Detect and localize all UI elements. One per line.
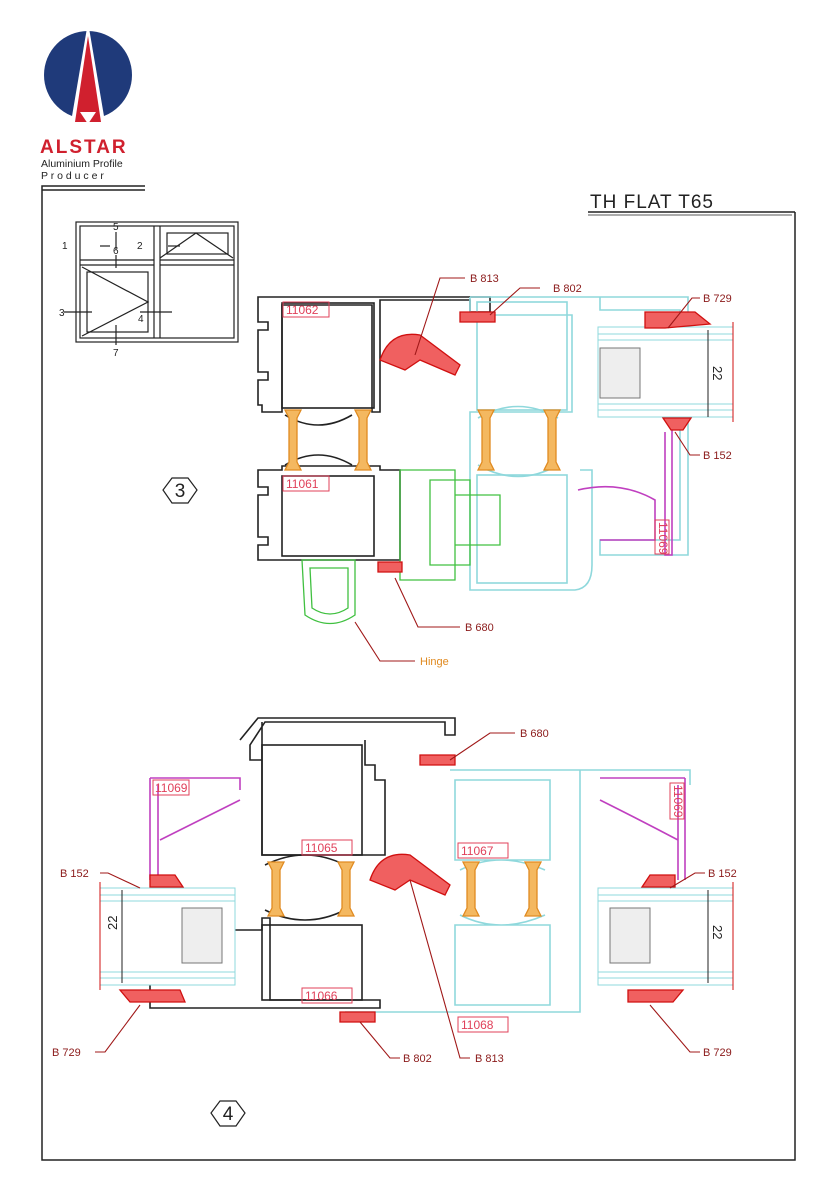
thermal-breaks	[283, 409, 562, 471]
profile-number: 11069	[155, 781, 188, 795]
sheet-title: TH FLAT T65	[590, 192, 714, 213]
glass-dimension: 22	[710, 925, 725, 939]
leader-lines	[354, 277, 700, 662]
profile-number: 11069	[671, 785, 685, 818]
alstar-logo: ALSTAR Aluminium Profile P r o d u c e r	[40, 22, 132, 182]
gasket-label: B 813	[470, 273, 499, 285]
key-plan	[64, 221, 239, 345]
gaskets	[118, 754, 685, 1023]
glazing-unit-right: 22	[597, 882, 734, 990]
glazing-unit-left: 22	[99, 882, 236, 990]
key-label: 1	[62, 241, 68, 252]
key-label: 4	[138, 314, 144, 325]
glazing-unit: 22	[597, 322, 734, 422]
gaskets	[377, 311, 712, 573]
section-3-detail: 22 11069 11062 11061	[162, 273, 734, 668]
sheet-border	[41, 185, 796, 1161]
section-number: 3	[175, 481, 186, 502]
logo-tagline: Aluminium Profile	[41, 158, 123, 170]
profile-number: 11069	[656, 522, 670, 555]
gasket-label: B 152	[60, 868, 89, 880]
key-label: 5	[113, 222, 119, 233]
key-plan-labels: 1 2 3 4 5 6 7	[59, 222, 144, 359]
gasket-label: B 729	[703, 1047, 732, 1059]
gasket-label: B 729	[703, 293, 732, 305]
hinge-label: Hinge	[420, 656, 449, 668]
section-4-detail: 22 22 11069 11065	[52, 717, 737, 1127]
gasket-label: B 152	[708, 868, 737, 880]
gasket-label: B 802	[553, 283, 582, 295]
glass-dimension: 22	[105, 916, 120, 930]
gasket-label: B 813	[475, 1053, 504, 1065]
section-number: 4	[223, 1104, 234, 1125]
logo-tagline-2: P r o d u c e r	[41, 170, 104, 182]
key-label: 2	[137, 241, 143, 252]
profile-number: 11065	[305, 841, 338, 855]
logo-brand: ALSTAR	[40, 137, 128, 158]
gasket-label: B 152	[703, 450, 732, 462]
leader-lines	[95, 732, 705, 1059]
key-label: 3	[59, 308, 65, 319]
profile-number: 11068	[461, 1018, 494, 1032]
gasket-label: B 680	[520, 728, 549, 740]
thermal-breaks	[266, 861, 543, 917]
profile-number: 11062	[286, 303, 319, 317]
glass-dimension: 22	[710, 366, 725, 380]
key-label: 6	[113, 246, 119, 257]
profile-number: 11061	[286, 477, 319, 491]
gasket-label: B 680	[465, 622, 494, 634]
profile-number: 11067	[461, 844, 494, 858]
gasket-label: B 729	[52, 1047, 81, 1059]
profile-number: 11066	[305, 989, 338, 1003]
key-label: 7	[113, 348, 119, 359]
gasket-label: B 802	[403, 1053, 432, 1065]
